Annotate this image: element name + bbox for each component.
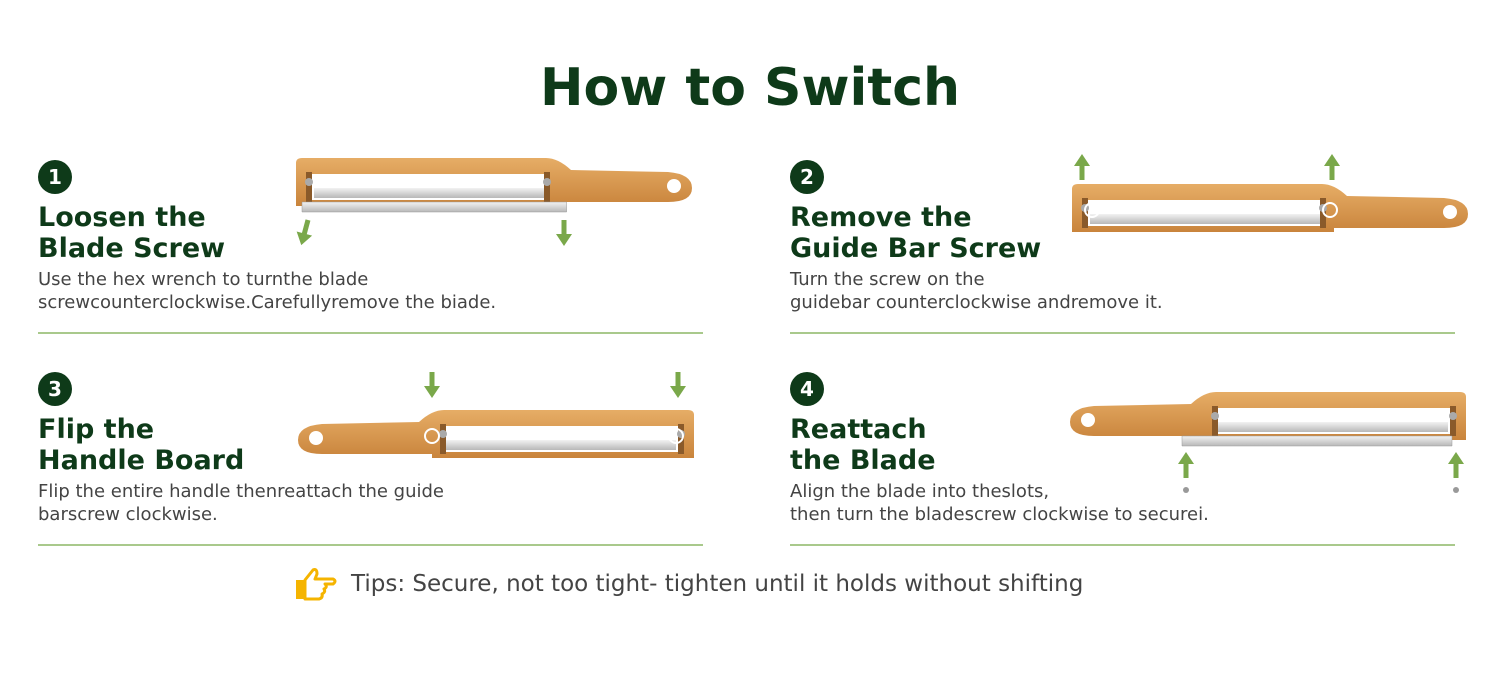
tips-line: Tips: Secure, not too tight- tighten unt…: [293, 566, 1083, 602]
slicer-illustration: [298, 372, 694, 458]
heading-line: Blade Screw: [38, 233, 226, 264]
rotate-icon: [1084, 202, 1100, 218]
screw-icon: [1183, 487, 1189, 493]
step-number: 1: [38, 160, 72, 194]
divider: [790, 332, 1455, 334]
desc-line: Turn the screw on the: [790, 269, 985, 290]
arrow-down-icon: [556, 220, 572, 246]
step-description: Align the blade into theslots,then turn …: [790, 480, 1209, 526]
rotate-icon: [1322, 202, 1338, 218]
slicer-illustration: [1072, 154, 1468, 232]
heading-line: Flip the: [38, 414, 155, 445]
divider: [38, 544, 703, 546]
arrow-up-icon: [1178, 452, 1194, 478]
screw-icon: [1453, 487, 1459, 493]
rotate-icon: [668, 428, 684, 444]
arrow-down-icon: [670, 372, 686, 398]
rotate-icon: [424, 428, 440, 444]
arrow-up-icon: [1324, 154, 1340, 180]
arrow-down-icon: [424, 372, 440, 398]
tips-text: Tips: Secure, not too tight- tighten unt…: [351, 571, 1084, 597]
step-number: 4: [790, 372, 824, 406]
pointing-hand-icon: [296, 568, 337, 601]
desc-line: screwcounterclockwise.Carefullyremove th…: [38, 292, 497, 313]
desc-line: Align the blade into theslots,: [790, 481, 1050, 502]
heading-line: the Blade: [790, 445, 936, 476]
step-description: Flip the entire handle thenreattach the …: [38, 480, 444, 526]
desc-line: barscrew clockwise.: [38, 504, 218, 525]
heading-line: Reattach: [790, 414, 927, 445]
arrow-up-icon: [1448, 452, 1464, 478]
heading-line: Guide Bar Screw: [790, 233, 1042, 264]
step-number: 3: [38, 372, 72, 406]
heading-line: Handle Board: [38, 445, 245, 476]
heading-line: Loosen the: [38, 202, 206, 233]
arrow-up-icon: [1074, 154, 1090, 180]
desc-line: then turn the bladescrew clockwise to se…: [790, 504, 1209, 525]
desc-line: Flip the entire handle thenreattach the …: [38, 481, 445, 502]
slicer-illustration: [1070, 392, 1466, 493]
divider: [38, 332, 703, 334]
heading-line: Remove the: [790, 202, 972, 233]
desc-line: Use the hex wrench to turnthe blade: [38, 269, 369, 290]
page-title: How to Switch: [539, 58, 961, 118]
arrow-down-icon: [296, 217, 316, 248]
desc-line: guidebar counterclockwise andremove it.: [790, 292, 1163, 313]
step-number: 2: [790, 160, 824, 194]
divider: [790, 544, 1455, 546]
slicer-illustration: [296, 158, 692, 248]
